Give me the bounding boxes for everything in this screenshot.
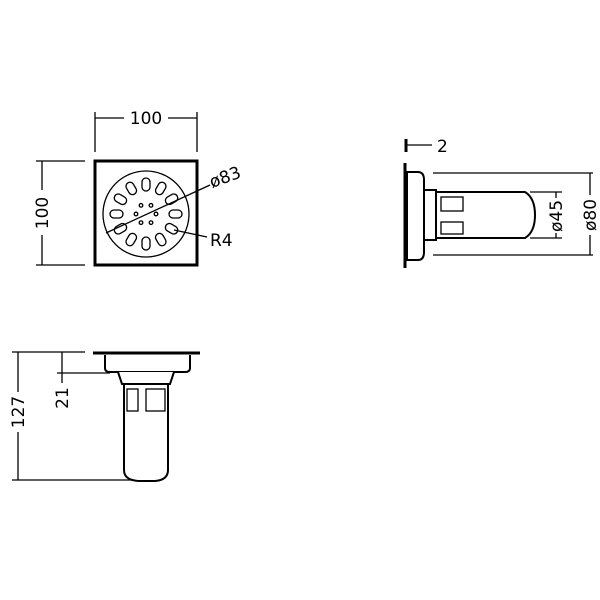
trap-body bbox=[435, 191, 537, 239]
grate-slot bbox=[113, 193, 128, 206]
grate-slot bbox=[125, 181, 138, 196]
flange-thickness-label: 2 bbox=[437, 137, 448, 157]
flange-thickness-dimension: 2 bbox=[404, 137, 448, 157]
grate-circle bbox=[102, 170, 190, 258]
outer-diameter-label: ø80 bbox=[581, 199, 600, 231]
height-dim-label: 100 bbox=[33, 197, 53, 229]
radius-dimension: R4 bbox=[173, 229, 233, 251]
width-dim-label: 100 bbox=[130, 109, 162, 129]
grate-hole bbox=[148, 202, 154, 208]
flange-cap bbox=[406, 171, 425, 261]
diameter-dimension: ø83 bbox=[105, 163, 244, 234]
radius-dim-label: R4 bbox=[210, 231, 233, 251]
grate-hole bbox=[138, 220, 144, 226]
inner-diameter-label: ø45 bbox=[547, 200, 567, 232]
grate-slot bbox=[154, 181, 167, 196]
total-height-label: 127 bbox=[9, 396, 29, 428]
diameter-dim-label: ø83 bbox=[207, 163, 244, 193]
grate-slot bbox=[154, 232, 167, 247]
grate-hole bbox=[153, 211, 159, 217]
total-height-dimension: 127 bbox=[9, 351, 135, 481]
grate-slot bbox=[168, 209, 183, 219]
cup bbox=[104, 355, 191, 373]
width-dimension: 100 bbox=[94, 109, 198, 152]
grate-square-outline bbox=[93, 159, 199, 267]
flange-depth-label: 21 bbox=[53, 387, 73, 409]
grate-slot bbox=[141, 177, 151, 192]
height-dimension: 100 bbox=[33, 160, 85, 266]
grate-hole bbox=[148, 220, 154, 226]
front-view: 127 21 bbox=[9, 351, 200, 482]
taper bbox=[117, 371, 175, 385]
flange-depth-dimension: 21 bbox=[53, 352, 110, 409]
grate-slot bbox=[141, 236, 151, 251]
grate-hole bbox=[133, 211, 139, 217]
grate-slot bbox=[125, 232, 138, 247]
side-view: 2 ø80 ø45 bbox=[403, 137, 600, 268]
grate-hole bbox=[138, 202, 144, 208]
outer-diameter-dimension: ø80 bbox=[433, 172, 600, 256]
grate-slot bbox=[164, 222, 179, 235]
grate-slot bbox=[164, 193, 179, 206]
trap-body-front bbox=[123, 383, 169, 482]
grate-slot bbox=[113, 222, 128, 235]
grate-slot bbox=[109, 209, 124, 219]
neck bbox=[423, 189, 437, 241]
inner-diameter-dimension: ø45 bbox=[530, 191, 567, 239]
grate-slots bbox=[109, 177, 183, 251]
top-view: 100 100 ø83 R4 bbox=[33, 109, 244, 267]
